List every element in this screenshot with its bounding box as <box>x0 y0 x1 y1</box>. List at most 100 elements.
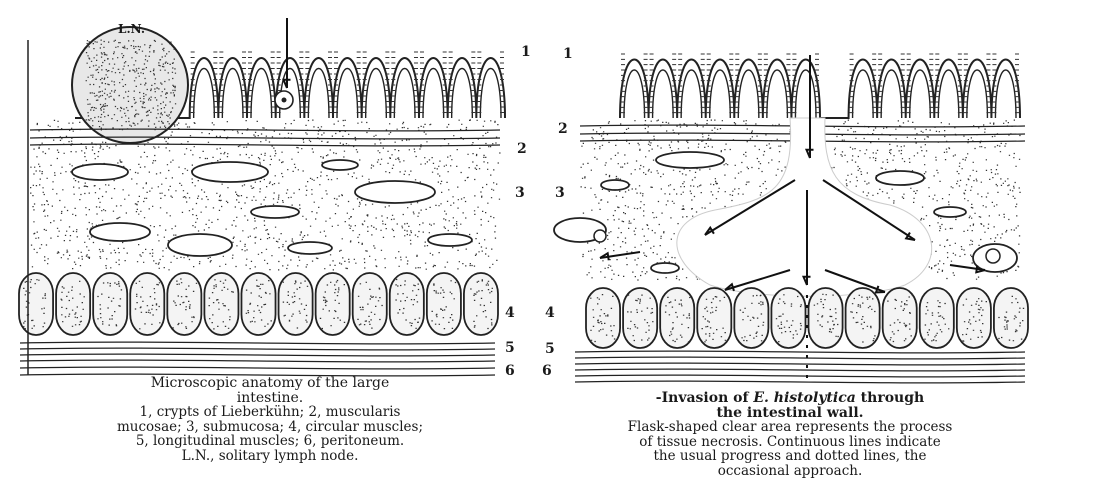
crypt-of-lieberkuhn <box>621 54 648 118</box>
crypt-of-lieberkuhn <box>449 52 476 118</box>
crypt-of-lieberkuhn <box>735 54 762 118</box>
circular-muscle-bundle <box>167 273 201 335</box>
left-caption-title: Microscopic anatomy of the large intesti… <box>20 376 520 405</box>
amoeba-cell <box>594 230 606 242</box>
blood-vessel <box>288 242 332 254</box>
amoeba-nucleus <box>282 98 287 103</box>
blood-vessel <box>168 234 232 256</box>
circular-muscle-bundle <box>390 273 424 335</box>
layer-number-2: 2 <box>517 141 527 157</box>
right-caption: -Invasion of E. histolytica through the … <box>555 391 1025 478</box>
crypt-of-lieberkuhn <box>248 52 275 118</box>
crypt-of-lieberkuhn <box>420 52 447 118</box>
amoebic-invasion-illustration <box>545 0 1035 400</box>
crypt-of-lieberkuhn <box>678 54 705 118</box>
blood-vessel <box>72 164 128 180</box>
circular-muscle-bundle <box>353 273 387 335</box>
layer-number-4: 4 <box>505 305 515 321</box>
blood-vessel <box>322 160 358 170</box>
muscularis-mucosae-line <box>30 137 500 139</box>
circular-muscle-bundle <box>19 273 53 335</box>
crypt-of-lieberkuhn <box>764 54 791 118</box>
longitudinal-muscle-line <box>575 375 1025 377</box>
crypt-of-lieberkuhn <box>477 52 504 118</box>
blood-vessel <box>251 206 299 218</box>
crypt-of-lieberkuhn <box>391 52 418 118</box>
right-caption-title-line2: the intestinal wall. <box>555 406 1025 421</box>
amoeba-cell <box>986 249 1000 263</box>
crypt-of-lieberkuhn <box>219 52 246 118</box>
layer-number-1: 1 <box>521 44 531 60</box>
blood-vessel <box>355 181 435 203</box>
lymph-node-label: L.N. <box>118 22 145 36</box>
crypt-of-lieberkuhn <box>850 54 877 118</box>
blood-vessel <box>934 207 966 217</box>
circular-muscle-bundle <box>771 288 805 348</box>
layer-number-5: 5 <box>545 341 555 357</box>
layer-number-3: 3 <box>515 185 525 201</box>
circular-muscle-bundle <box>697 288 731 348</box>
large-intestine-wall-illustration <box>0 0 560 400</box>
crypt-of-lieberkuhn <box>907 54 934 118</box>
invasion-arrow <box>600 252 640 260</box>
right-caption-line: occasional approach. <box>555 464 1025 479</box>
blood-vessel <box>656 152 724 168</box>
longitudinal-muscle-line <box>20 342 495 344</box>
amoeba-entry-arrow <box>283 18 290 88</box>
left-caption: Microscopic anatomy of the large intesti… <box>20 376 520 463</box>
circular-muscle-bundle <box>623 288 657 348</box>
circular-muscle-bundle <box>464 273 498 335</box>
crypt-of-lieberkuhn <box>992 54 1019 118</box>
right-caption-title: -Invasion of E. histolytica through <box>555 391 1025 406</box>
layer-number-4: 4 <box>545 305 555 321</box>
crypt-of-lieberkuhn <box>707 54 734 118</box>
left-caption-line: L.N., solitary lymph node. <box>20 449 520 464</box>
longitudinal-muscle-line <box>575 357 1025 359</box>
longitudinal-muscle-line <box>20 360 495 362</box>
blood-vessel <box>651 263 679 273</box>
left-caption-line: mucosae; 3, submucosa; 4, circular muscl… <box>20 420 520 435</box>
blood-vessel <box>601 180 629 190</box>
layer-number-5: 5 <box>505 340 515 356</box>
crypt-of-lieberkuhn <box>191 52 218 118</box>
longitudinal-muscle-line <box>575 363 1025 365</box>
circular-muscle-bundle <box>734 288 768 348</box>
flask-shaped-necrosis <box>677 118 932 296</box>
longitudinal-muscle-line <box>575 351 1025 353</box>
left-caption-line: 1, crypts of Lieberkühn; 2, muscularis <box>20 405 520 420</box>
layer-number-3: 3 <box>555 185 565 201</box>
circular-muscle-bundle <box>316 273 350 335</box>
crypt-of-lieberkuhn <box>878 54 905 118</box>
left-caption-line: 5, longitudinal muscles; 6, peritoneum. <box>20 434 520 449</box>
right-caption-line: the usual progress and dotted lines, the <box>555 449 1025 464</box>
crypt-of-lieberkuhn <box>650 54 677 118</box>
crypt-of-lieberkuhn <box>363 52 390 118</box>
layer-number-1: 1 <box>563 46 573 62</box>
longitudinal-muscle-line <box>20 367 495 369</box>
circular-muscle-bundle <box>957 288 991 348</box>
blood-vessel <box>90 223 150 241</box>
crypt-of-lieberkuhn <box>792 54 819 118</box>
crypt-of-lieberkuhn <box>935 54 962 118</box>
circular-muscle-bundle <box>883 288 917 348</box>
blood-vessel <box>876 171 924 185</box>
circular-muscle-bundle <box>204 273 238 335</box>
circular-muscle-bundle <box>241 273 275 335</box>
right-caption-line: of tissue necrosis. Continuous lines ind… <box>555 435 1025 450</box>
crypt-of-lieberkuhn <box>305 52 332 118</box>
longitudinal-muscle-line <box>20 354 495 356</box>
crypt-outline <box>620 60 1020 119</box>
layer-number-6: 6 <box>542 363 552 379</box>
longitudinal-muscle-line <box>575 381 1025 383</box>
blood-vessel <box>192 162 268 182</box>
left-figure: L.N. 1 2 3 4 5 6 Microscopic anatomy of … <box>0 0 560 493</box>
crypt-of-lieberkuhn <box>964 54 991 118</box>
crypt-of-lieberkuhn <box>334 52 361 118</box>
right-figure: 1 2 3 4 5 6 -Invasion of E. histolytica … <box>545 0 1104 493</box>
blood-vessel <box>428 234 472 246</box>
layer-number-2: 2 <box>558 121 568 137</box>
circular-muscle-bundle <box>809 288 843 348</box>
right-caption-line: Flask-shaped clear area represents the p… <box>555 420 1025 435</box>
circular-muscle-bundle <box>93 273 127 335</box>
longitudinal-muscle-line <box>575 369 1025 371</box>
